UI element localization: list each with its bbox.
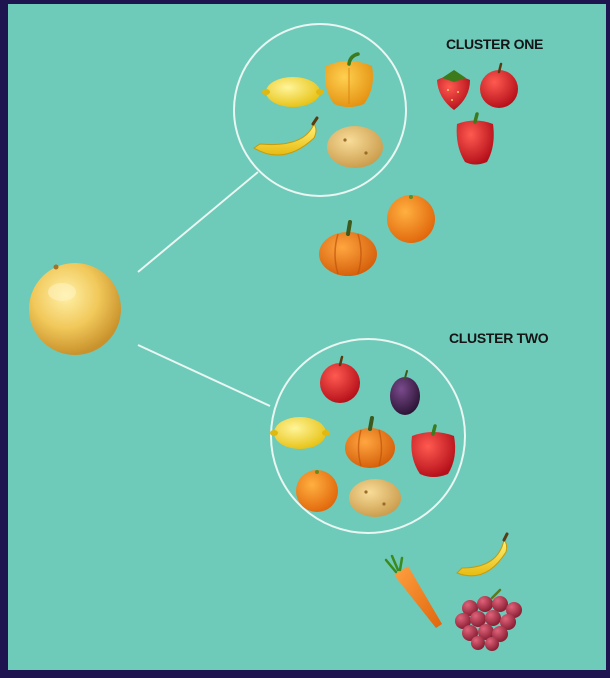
banana-icon: [254, 118, 317, 155]
red-apple-icon: [320, 357, 360, 403]
melon-icon: [29, 263, 121, 355]
connector-line-one: [138, 172, 258, 272]
yellow-pepper-icon: [325, 54, 373, 107]
cluster-one-label: CLUSTER ONE: [446, 36, 543, 52]
red-apple-icon: [480, 64, 518, 108]
pumpkin-icon: [319, 222, 377, 276]
orange-icon: [387, 195, 435, 243]
potato-icon: [349, 479, 401, 517]
red-pepper-icon: [411, 426, 455, 477]
plum-icon: [390, 371, 420, 415]
strawberry-icon: [437, 70, 470, 110]
red-pepper-icon: [457, 114, 494, 165]
pumpkin-icon: [345, 418, 395, 468]
cluster-one-circle: [234, 24, 406, 196]
banana-icon: [457, 534, 507, 576]
potato-icon: [327, 126, 383, 168]
grapes-icon: [455, 590, 522, 651]
connector-line-two: [138, 345, 270, 406]
lemon-icon: [262, 77, 324, 107]
carrot-icon: [386, 556, 442, 628]
orange-icon: [296, 470, 338, 512]
cluster-two-label: CLUSTER TWO: [449, 330, 548, 346]
lemon-icon: [270, 417, 330, 449]
